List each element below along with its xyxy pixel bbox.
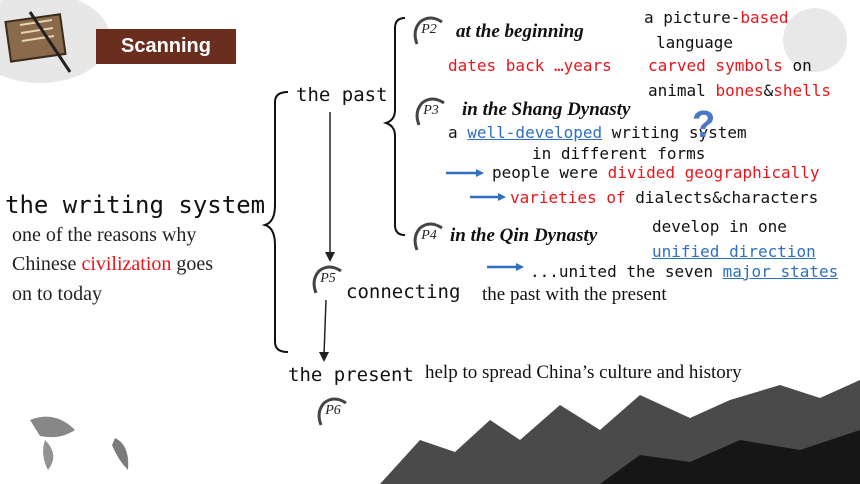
p4-line-2: unified direction bbox=[652, 242, 816, 261]
root-note-1: one of the reasons why bbox=[12, 224, 197, 246]
scanning-tag: Scanning bbox=[96, 29, 236, 64]
past-brace bbox=[382, 17, 406, 236]
p2-picture-line: a picture-based bbox=[644, 8, 789, 27]
question-mark-icon: ? bbox=[692, 104, 716, 146]
p2-badge: P2 bbox=[412, 16, 446, 46]
root-note-3: on to today bbox=[12, 283, 102, 305]
p2-language: language bbox=[656, 33, 734, 52]
connecting-label: connecting bbox=[346, 281, 461, 303]
p3-heading: in the Shang Dynasty bbox=[462, 99, 631, 120]
p3-badge: P3 bbox=[414, 97, 448, 127]
moon-wash-icon bbox=[783, 8, 847, 72]
fish-icon bbox=[30, 416, 129, 470]
p3-line-3: people were divided geographically bbox=[492, 163, 820, 182]
past-label: the past bbox=[296, 84, 388, 106]
p4-line-1: develop in one bbox=[652, 217, 787, 236]
main-brace bbox=[261, 91, 289, 353]
p4-heading: in the Qin Dynasty bbox=[450, 225, 598, 246]
connecting-desc: the past with the present bbox=[482, 284, 667, 305]
p6-badge: P6 bbox=[316, 397, 350, 427]
p2-bones-line: animal bones&shells bbox=[648, 81, 832, 100]
p2-heading: at the beginning bbox=[456, 21, 584, 42]
p5-badge: P5 bbox=[311, 265, 345, 295]
p4-line-3: ...united the seven major states bbox=[530, 262, 839, 281]
root-title: the writing system bbox=[5, 191, 266, 219]
book-icon bbox=[4, 11, 72, 73]
present-label: the present bbox=[288, 364, 414, 386]
p3-line-4: varieties of dialects&characters bbox=[510, 188, 819, 207]
p4-badge: P4 bbox=[412, 222, 446, 252]
root-note-2: Chinese civilization goes bbox=[12, 253, 214, 275]
p3-line-2: in different forms bbox=[532, 144, 706, 163]
present-desc: help to spread China’s culture and histo… bbox=[425, 362, 742, 383]
p3-line-1: a well-developed writing system bbox=[448, 123, 747, 142]
arrow-connecting-to-present bbox=[323, 299, 327, 356]
p2-dates: dates back …years bbox=[448, 56, 612, 75]
p2-carved-line: carved symbols on bbox=[648, 56, 812, 75]
